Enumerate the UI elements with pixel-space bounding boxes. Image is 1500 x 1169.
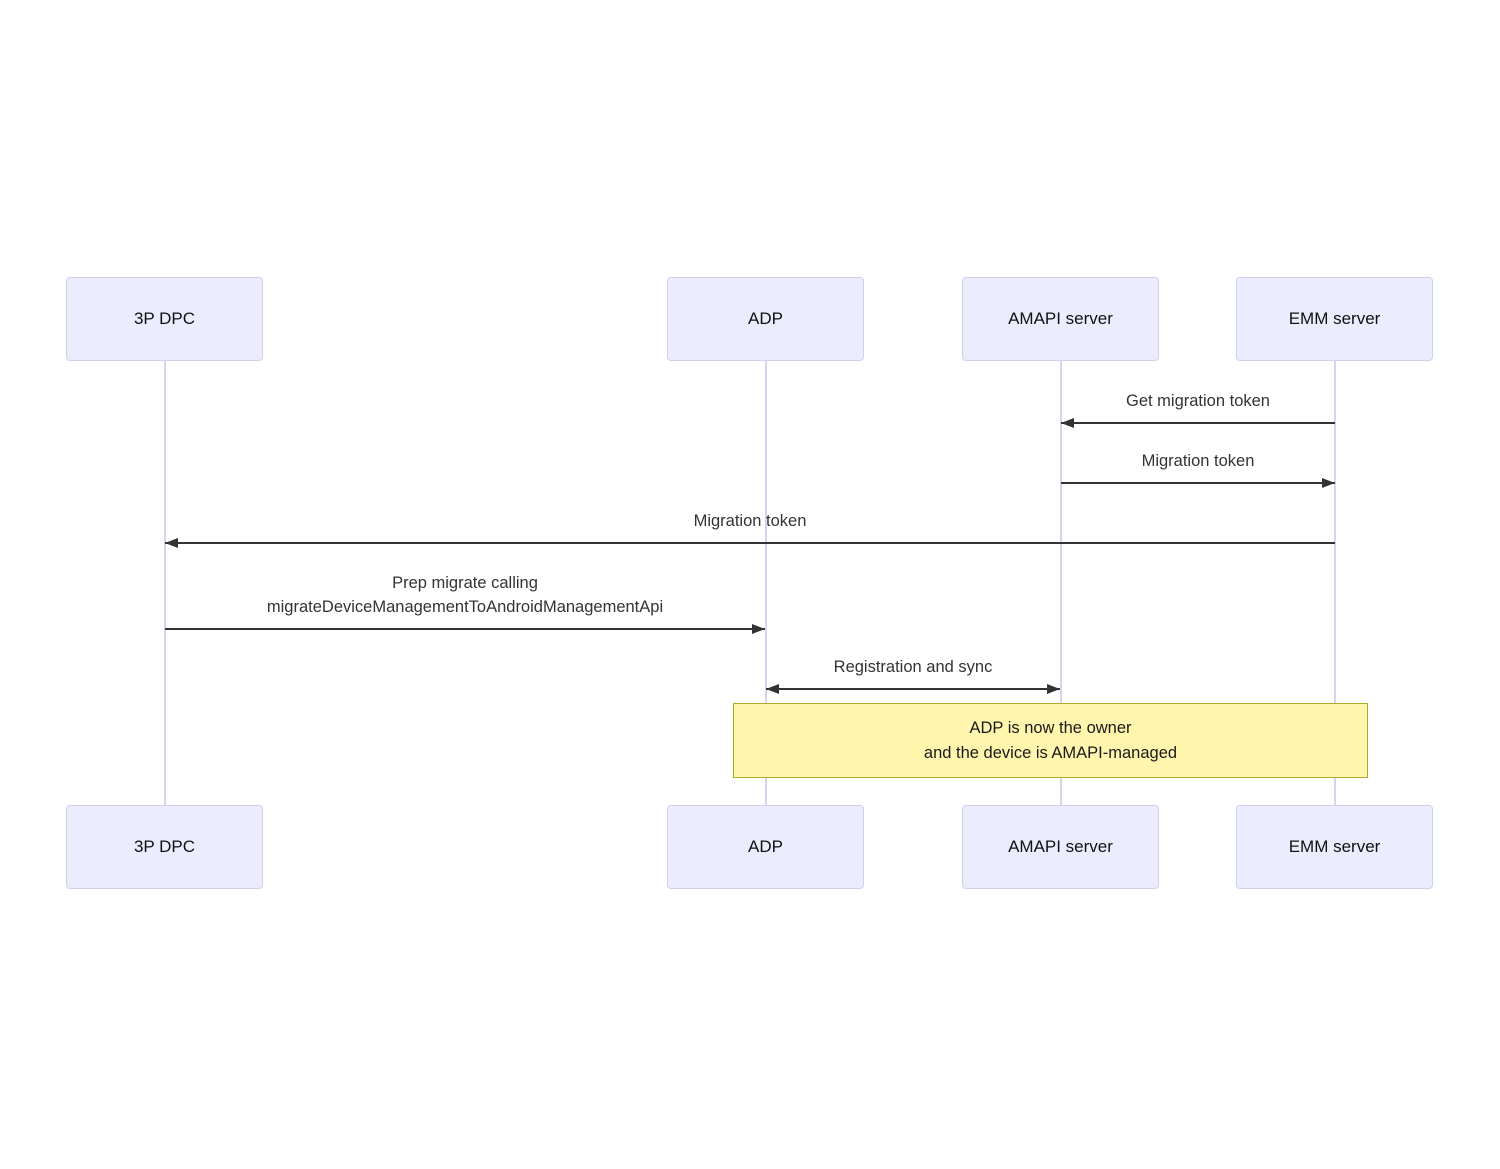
message-label-migration-token-2: Migration token [693, 512, 807, 530]
actor-label-3p-dpc: 3P DPC [133, 309, 196, 328]
note-line-2: and the device is AMAPI-managed [923, 743, 1178, 762]
arrowhead-left-icon [1061, 418, 1074, 428]
actor-label-amapi-server: AMAPI server [1008, 837, 1113, 856]
note-line-1: ADP is now the owner [969, 718, 1132, 737]
actor-box-amapi-server-bottom: AMAPI server [962, 805, 1159, 889]
actor-label-3p-dpc: 3P DPC [133, 837, 196, 856]
actor-box-amapi-server-top: AMAPI server [962, 277, 1159, 361]
message-label-prep-migrate: Prep migrate calling migrateDeviceManage… [165, 571, 765, 619]
note-box: ADP is now the owner and the device is A… [733, 703, 1368, 778]
actor-box-3p-dpc-bottom: 3P DPC [66, 805, 263, 889]
actor-label-emm-server: EMM server [1288, 309, 1381, 328]
arrowhead-right-icon [1047, 684, 1060, 694]
message-label-get-migration-token: Get migration token [1126, 392, 1270, 410]
message-label-migration-token-1: Migration token [1141, 452, 1255, 470]
message-line-get-migration-token [1061, 422, 1335, 424]
arrowhead-left-icon [165, 538, 178, 548]
actor-box-emm-server-bottom: EMM server [1236, 805, 1433, 889]
message-label-prep-migrate-line2: migrateDeviceManagementToAndroidManageme… [266, 598, 664, 616]
actor-box-3p-dpc-top: 3P DPC [66, 277, 263, 361]
actor-box-adp-bottom: ADP [667, 805, 864, 889]
message-line-registration-and-sync [766, 688, 1060, 690]
actor-box-emm-server-top: EMM server [1236, 277, 1433, 361]
lifeline-3p-dpc [164, 361, 166, 805]
message-line-prep-migrate [165, 628, 765, 630]
arrowhead-right-icon [1322, 478, 1335, 488]
actor-label-emm-server: EMM server [1288, 837, 1381, 856]
actor-box-adp-top: ADP [667, 277, 864, 361]
actor-label-amapi-server: AMAPI server [1008, 309, 1113, 328]
message-label-registration-and-sync: Registration and sync [833, 658, 993, 676]
message-label-prep-migrate-line1: Prep migrate calling [392, 574, 538, 592]
arrowhead-right-icon [752, 624, 765, 634]
actor-label-adp: ADP [748, 837, 783, 856]
lifeline-amapi-server [1060, 361, 1062, 805]
arrowhead-left-icon [766, 684, 779, 694]
actor-label-adp: ADP [748, 309, 783, 328]
message-line-migration-token-2 [165, 542, 1335, 544]
lifeline-adp [765, 361, 767, 805]
lifeline-emm-server [1334, 361, 1336, 805]
message-line-migration-token-1 [1061, 482, 1335, 484]
